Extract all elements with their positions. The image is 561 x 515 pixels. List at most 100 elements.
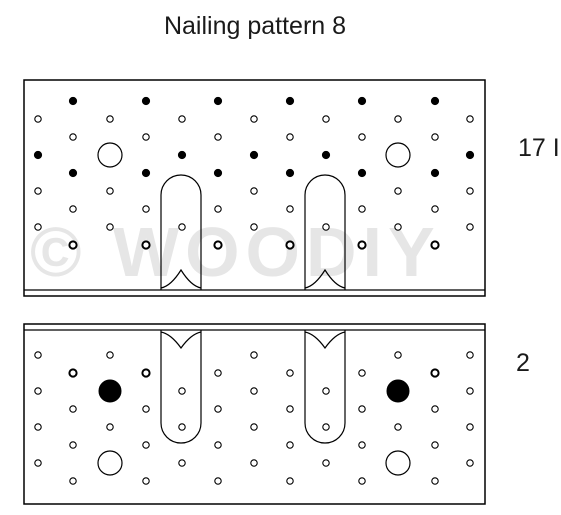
small-hole [286, 477, 294, 485]
small-hole [431, 205, 439, 213]
small-hole [358, 205, 366, 213]
large-filled-hole [98, 379, 122, 403]
small-hole [322, 115, 330, 123]
filled-nail-hole [285, 96, 295, 106]
small-hole [250, 459, 258, 467]
slot-cutout [304, 330, 346, 444]
bold-small-hole [357, 240, 367, 250]
small-hole [394, 423, 402, 431]
small-hole [178, 387, 186, 395]
large-hole [385, 142, 411, 168]
small-hole [34, 351, 42, 359]
small-hole [466, 351, 474, 359]
small-hole [394, 115, 402, 123]
small-hole [142, 133, 150, 141]
large-hole [97, 450, 123, 476]
slots-bottom [160, 330, 346, 444]
small-hole [431, 477, 439, 485]
bold-small-hole [430, 240, 440, 250]
small-hole [214, 477, 222, 485]
bold-small-hole [68, 368, 78, 378]
small-hole [466, 423, 474, 431]
small-hole [214, 205, 222, 213]
small-hole [286, 133, 294, 141]
small-hole [106, 423, 114, 431]
filled-nail-hole [177, 150, 187, 160]
small-hole [394, 223, 402, 231]
small-hole [466, 223, 474, 231]
small-hole [431, 133, 439, 141]
small-hole [214, 133, 222, 141]
bold-small-hole [68, 240, 78, 250]
bold-small-hole [141, 368, 151, 378]
small-hole [286, 205, 294, 213]
small-hole [142, 205, 150, 213]
small-hole [214, 369, 222, 377]
small-hole [358, 369, 366, 377]
small-hole [106, 223, 114, 231]
small-hole [34, 387, 42, 395]
small-hole [358, 477, 366, 485]
slots-top [160, 174, 346, 290]
small-hole [178, 223, 186, 231]
plate-top [23, 79, 486, 297]
small-hole [286, 369, 294, 377]
large-hole [385, 450, 411, 476]
small-hole [34, 423, 42, 431]
filled-nail-hole [141, 96, 151, 106]
large-filled-hole [386, 379, 410, 403]
filled-nail-hole [357, 96, 367, 106]
plate-top-count: 17 I [518, 134, 560, 162]
small-hole [466, 459, 474, 467]
small-hole [214, 441, 222, 449]
small-hole [394, 187, 402, 195]
bold-small-hole [213, 240, 223, 250]
filled-nail-hole [465, 150, 475, 160]
plate-bottom [23, 323, 486, 505]
small-hole [466, 387, 474, 395]
filled-nail-hole [357, 168, 367, 178]
plate-top-outline [23, 79, 486, 297]
small-hole [69, 133, 77, 141]
filled-nail-hole [213, 96, 223, 106]
filled-nail-hole [68, 96, 78, 106]
small-hole [394, 351, 402, 359]
small-hole [34, 223, 42, 231]
small-hole [214, 405, 222, 413]
small-hole [358, 405, 366, 413]
small-hole [322, 423, 330, 431]
small-hole [250, 387, 258, 395]
small-hole [250, 351, 258, 359]
small-hole [106, 187, 114, 195]
small-hole [358, 133, 366, 141]
bold-small-hole [141, 240, 151, 250]
filled-nail-hole [321, 150, 331, 160]
filled-nail-hole [430, 96, 440, 106]
filled-nail-hole [68, 168, 78, 178]
small-hole [142, 405, 150, 413]
slot-cutout [304, 174, 346, 290]
slot-cutout [160, 330, 202, 444]
small-hole [69, 405, 77, 413]
plate-bottom-count: 2 [516, 349, 530, 377]
diagram-title: Nailing pattern 8 [163, 12, 347, 40]
small-hole [466, 187, 474, 195]
small-hole [431, 405, 439, 413]
filled-nail-hole [249, 150, 259, 160]
small-hole [178, 423, 186, 431]
small-hole [34, 459, 42, 467]
small-hole [34, 115, 42, 123]
small-hole [69, 205, 77, 213]
small-hole [142, 441, 150, 449]
filled-nail-hole [285, 168, 295, 178]
bold-small-hole [285, 240, 295, 250]
small-hole [142, 477, 150, 485]
small-hole [250, 187, 258, 195]
holes-bottom [34, 351, 474, 485]
small-hole [178, 115, 186, 123]
small-hole [466, 115, 474, 123]
slot-cutout [160, 174, 202, 290]
small-hole [322, 387, 330, 395]
small-hole [286, 441, 294, 449]
